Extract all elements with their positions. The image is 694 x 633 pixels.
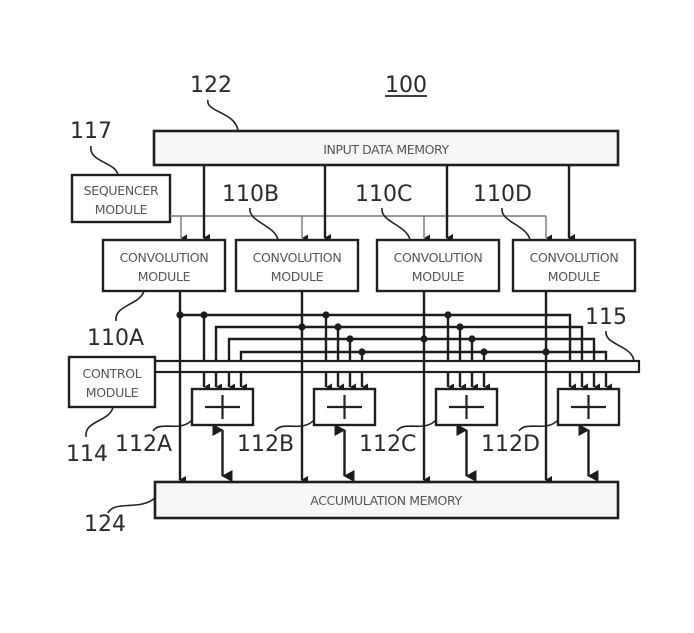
leader-112b xyxy=(274,419,315,432)
leader-110b xyxy=(249,207,279,241)
adder-b xyxy=(312,387,377,427)
ref-110c: 110C xyxy=(355,182,412,207)
convolution-module-a: CONVOLUTION MODULE xyxy=(101,238,227,293)
ref-112c: 112C xyxy=(359,432,416,457)
leader-122 xyxy=(207,99,239,132)
adder-d xyxy=(556,387,621,427)
leader-110c xyxy=(381,207,411,241)
figure-number: 100 xyxy=(385,73,427,98)
control-module: CONTROL MODULE xyxy=(67,355,157,409)
conv-d-label-2: MODULE xyxy=(548,269,601,284)
leader-110a xyxy=(115,290,145,322)
convolution-module-c: CONVOLUTION MODULE xyxy=(375,238,501,293)
leader-114 xyxy=(85,406,114,438)
leader-110d xyxy=(501,207,531,241)
ref-110b: 110B xyxy=(222,182,279,207)
control-label-1: CONTROL xyxy=(83,366,142,381)
conv-c-label-1: CONVOLUTION xyxy=(394,250,483,265)
adder-a xyxy=(190,387,255,427)
figure-number-label: 100 xyxy=(385,73,427,98)
leader-112d xyxy=(518,419,559,432)
leader-115 xyxy=(605,330,635,362)
interconnect-wires xyxy=(176,291,608,484)
ref-110a: 110A xyxy=(87,326,144,351)
accumulation-memory: ACCUMULATION MEMORY xyxy=(153,480,620,520)
adder-memory-links xyxy=(212,424,599,482)
leader-112a xyxy=(152,419,193,432)
ref-112a: 112A xyxy=(115,432,172,457)
sequencer-bus xyxy=(170,215,552,242)
sequencer-module: SEQUENCER MODULE xyxy=(70,173,172,224)
ref-124: 124 xyxy=(84,512,126,537)
leader-112c xyxy=(396,419,437,432)
ref-117: 117 xyxy=(70,119,112,144)
sequencer-label-1: SEQUENCER xyxy=(84,183,159,198)
conv-d-label-1: CONVOLUTION xyxy=(530,250,619,265)
control-label-2: MODULE xyxy=(86,385,139,400)
input-memory-outputs xyxy=(202,165,575,242)
ref-112d: 112D xyxy=(481,432,540,457)
conv-c-label-2: MODULE xyxy=(412,269,465,284)
sequencer-label-2: MODULE xyxy=(95,202,148,217)
ref-114: 114 xyxy=(66,442,108,467)
input-data-memory: INPUT DATA MEMORY xyxy=(152,129,620,167)
conv-b-label-1: CONVOLUTION xyxy=(253,250,342,265)
ref-122: 122 xyxy=(190,73,232,98)
adder-c xyxy=(434,387,499,427)
adder-inputs xyxy=(202,372,612,391)
convolution-module-b: CONVOLUTION MODULE xyxy=(234,238,360,293)
data-bus xyxy=(153,359,641,374)
accumulation-memory-label: ACCUMULATION MEMORY xyxy=(310,493,462,508)
leader-124 xyxy=(107,497,156,514)
conv-b-label-2: MODULE xyxy=(271,269,324,284)
leader-117 xyxy=(90,145,119,176)
ref-110d: 110D xyxy=(473,182,532,207)
ref-115: 115 xyxy=(585,305,627,330)
ref-112b: 112B xyxy=(237,432,294,457)
convolution-module-d: CONVOLUTION MODULE xyxy=(511,238,637,293)
input-data-memory-label: INPUT DATA MEMORY xyxy=(323,142,449,157)
conv-a-label-1: CONVOLUTION xyxy=(120,250,209,265)
conv-a-label-2: MODULE xyxy=(138,269,191,284)
